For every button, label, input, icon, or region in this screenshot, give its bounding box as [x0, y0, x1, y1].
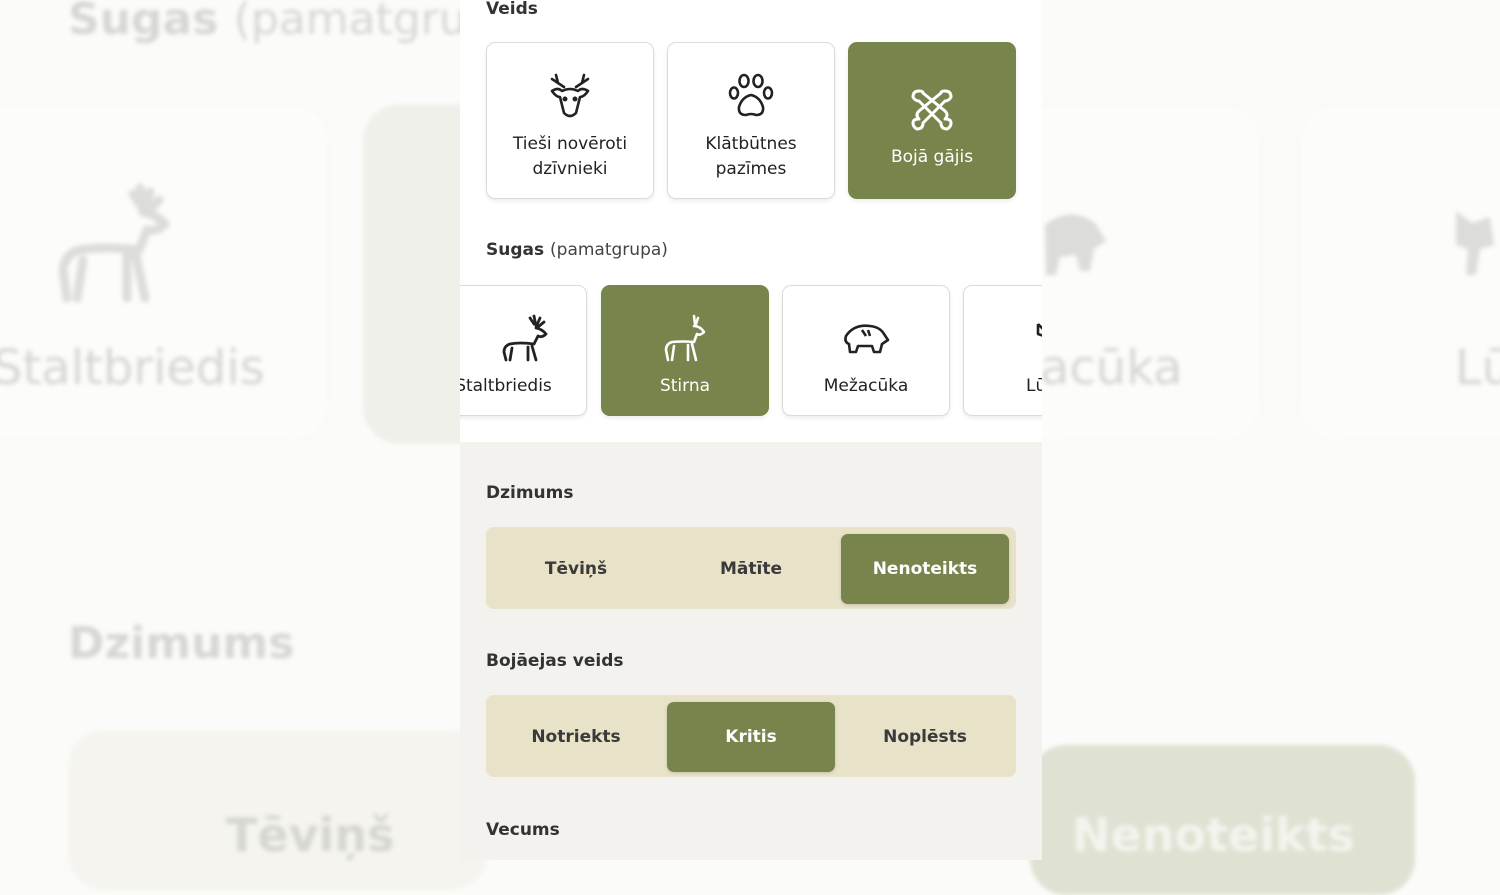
sugas-title-main: Sugas: [486, 240, 545, 260]
bg-card-mezacuka: [1020, 105, 1260, 440]
dzimums-option-matite[interactable]: Mātīte: [720, 559, 782, 579]
tile-lusis[interactable]: Lū: [963, 285, 1042, 416]
bg-tevins-label: Tēviņš: [226, 808, 395, 862]
tile-label: Mežacūka: [823, 376, 909, 396]
tile-stirna[interactable]: Stirna: [601, 285, 769, 416]
bg-staltbriedis-label: Staltbriedis: [0, 340, 265, 396]
veids-title: Veids: [486, 0, 538, 19]
tile-label: Staltbriedis: [460, 376, 552, 396]
dzimums-option-tevins[interactable]: Tēviņš: [544, 559, 608, 579]
bg-lynx-icon: [1456, 211, 1494, 275]
tile-label: Stirna: [659, 376, 711, 396]
observation-form-panel: Veids Tieši novēroti dzīvnieki: [460, 0, 1042, 860]
bojaejas-option-kritis[interactable]: Kritis: [667, 702, 835, 772]
sugas-title-sub: (pamatgrupa): [550, 240, 668, 260]
tile-mezacuka[interactable]: Mežacūka: [782, 285, 950, 416]
tile-boja-gajis[interactable]: Bojā gājis: [848, 42, 1016, 199]
bg-dzimums-title: Dzimums: [68, 618, 295, 669]
bojaejas-option-notriekts[interactable]: Notriekts: [531, 727, 621, 747]
bojaejas-option-noplests[interactable]: Noplēsts: [883, 727, 967, 747]
dzimums-segmented-control: Tēviņš Mātīte Nenoteikts: [486, 527, 1016, 609]
bg-wild-boar-icon: [1045, 214, 1106, 275]
crossed-bones-icon: [911, 89, 953, 131]
deer-head-icon: [550, 73, 590, 118]
tile-label-line2: pazīmes: [715, 159, 787, 179]
sugas-title: Sugas (pamatgrupa): [486, 240, 668, 260]
tile-label-line1: Tieši novēroti: [512, 134, 628, 154]
bg-mezacuka-label: acūka: [1040, 340, 1183, 396]
bojaejas-veids-segmented-control: Notriekts Kritis Noplēsts: [486, 695, 1016, 777]
bg-nenoteikts-label: Nenoteikts: [1072, 808, 1355, 862]
tile-klatbutnes-pazimes[interactable]: Klātbūtnes pazīmes: [667, 42, 835, 199]
lynx-icon: [1036, 323, 1042, 337]
vecums-title: Vecums: [486, 820, 560, 840]
dzimums-title: Dzimums: [486, 483, 574, 503]
bojaejas-veids-title: Bojāejas veids: [486, 651, 624, 671]
bg-lusis-label: Lū: [1455, 340, 1500, 396]
wild-boar-icon: [844, 324, 890, 354]
tile-tiesi-noveroti[interactable]: Tieši novēroti dzīvnieki: [486, 42, 654, 199]
bg-card-staltbriedis: [0, 105, 328, 440]
bg-red-deer-icon: [58, 183, 170, 303]
tile-label: Lū: [1026, 376, 1042, 396]
tile-label: Bojā gājis: [890, 147, 974, 167]
tile-label-line1: Klātbūtnes: [705, 134, 797, 154]
tile-label-line2: dzīvnieki: [532, 159, 608, 179]
roe-deer-icon: [664, 314, 706, 362]
paw-print-icon: [728, 73, 774, 117]
tile-staltbriedis[interactable]: Staltbriedis: [460, 285, 587, 416]
red-deer-icon: [502, 314, 547, 362]
dzimums-option-nenoteikts[interactable]: Nenoteikts: [841, 534, 1009, 604]
